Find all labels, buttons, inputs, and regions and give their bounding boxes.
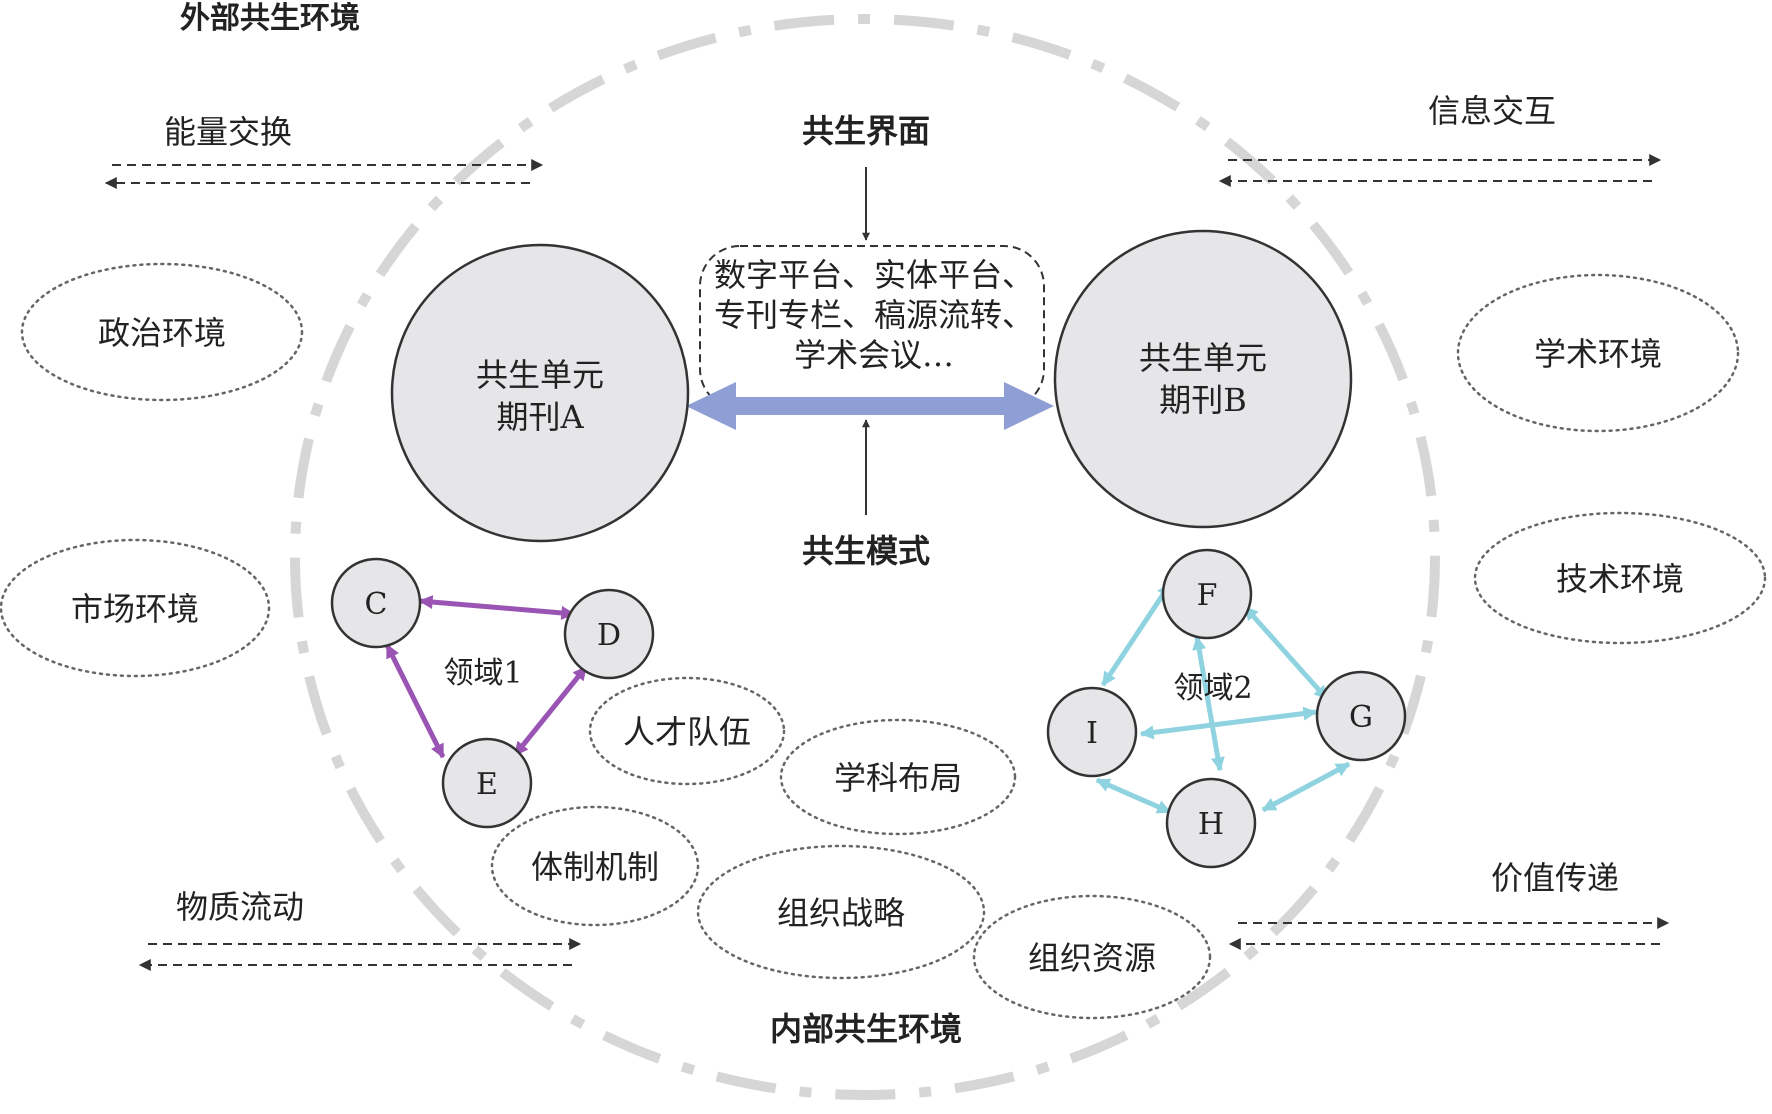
edge-h-g (1261, 761, 1351, 813)
inner-environment-title: 内部共生环境 (770, 1010, 962, 1048)
organizational-resources: 组织资源 (972, 894, 1212, 1020)
edge-c-d (418, 595, 576, 620)
node-d-label: D (597, 618, 621, 653)
technical-environment: 技术环境 (1473, 511, 1767, 645)
edge-f-i (1100, 582, 1173, 687)
interface-title: 共生界面 (802, 112, 930, 150)
material-flow-label: 物质流动 (176, 888, 304, 926)
node-i (1046, 686, 1138, 778)
inner-environment-boundary (290, 14, 1440, 1100)
organizational-resources-label: 组织资源 (1028, 939, 1156, 977)
node-f-label: F (1197, 578, 1218, 613)
technical-environment-label: 技术环境 (1556, 560, 1684, 598)
talent-team: 人才队伍 (588, 676, 786, 786)
node-d (563, 588, 655, 680)
outer-environment-title: 外部共生环境 (180, 1, 360, 36)
domain-1: C D E 领域1 (330, 557, 655, 829)
domain-1-label: 领域1 (443, 656, 522, 691)
talent-team-label: 人才队伍 (623, 713, 751, 751)
domain-2: F G H I 领域2 (1046, 548, 1407, 869)
node-g (1315, 670, 1407, 762)
market-environment-label: 市场环境 (71, 590, 199, 628)
node-c-label: C (365, 587, 388, 622)
edge-c-e (384, 643, 446, 759)
discipline-layout-label: 学科布局 (834, 759, 962, 797)
unit-a-line-1: 共生单元 (476, 356, 604, 394)
node-c (330, 557, 422, 649)
unit-connection-arrow (686, 382, 1054, 430)
unit-b-line-1: 共生单元 (1139, 339, 1267, 377)
unit-b-line-2: 期刊B (1159, 381, 1247, 419)
interface-line-1: 数字平台、实体平台、 (714, 256, 1034, 294)
edge-f-h (1192, 635, 1225, 772)
energy-exchange-flow: 能量交换 (104, 113, 544, 189)
value-transfer-flow: 价值传递 (1228, 859, 1670, 950)
symbiotic-unit-b: 共生单元 期刊B (1053, 229, 1353, 529)
domain-2-label: 领域2 (1173, 671, 1252, 706)
information-interaction-label: 信息交互 (1428, 92, 1556, 130)
interface-line-2: 专刊专栏、稿源流转、 (714, 296, 1034, 334)
edge-d-e (513, 665, 588, 757)
symbiotic-unit-a: 共生单元 期刊A (390, 243, 690, 543)
political-environment: 政治环境 (20, 262, 304, 402)
edge-i-g (1139, 706, 1318, 740)
node-h-label: H (1198, 807, 1224, 842)
node-e (441, 737, 533, 829)
material-flow: 物质流动 (138, 888, 582, 971)
academic-environment-label: 学术环境 (1534, 335, 1662, 373)
academic-environment: 学术环境 (1456, 273, 1740, 433)
political-environment-label: 政治环境 (98, 314, 226, 352)
institutional-mechanism-label: 体制机制 (531, 848, 659, 886)
node-i-label: I (1086, 716, 1098, 751)
node-e-label: E (476, 767, 498, 802)
node-g-label: G (1349, 700, 1373, 735)
node-h (1165, 777, 1257, 869)
organizational-strategy: 组织战略 (696, 844, 986, 980)
edge-f-g (1243, 605, 1329, 701)
unit-a-line-2: 期刊A (496, 398, 584, 436)
institutional-mechanism: 体制机制 (490, 805, 700, 927)
edge-i-h (1095, 777, 1172, 815)
organizational-strategy-label: 组织战略 (777, 894, 905, 932)
discipline-layout: 学科布局 (779, 718, 1017, 836)
mode-title: 共生模式 (802, 532, 930, 570)
energy-exchange-label: 能量交换 (164, 113, 292, 151)
value-transfer-label: 价值传递 (1491, 859, 1619, 897)
node-f (1161, 548, 1253, 640)
market-environment: 市场环境 (0, 538, 271, 678)
information-interaction-flow: 信息交互 (1218, 92, 1662, 187)
interface-line-3: 学术会议… (794, 336, 954, 374)
